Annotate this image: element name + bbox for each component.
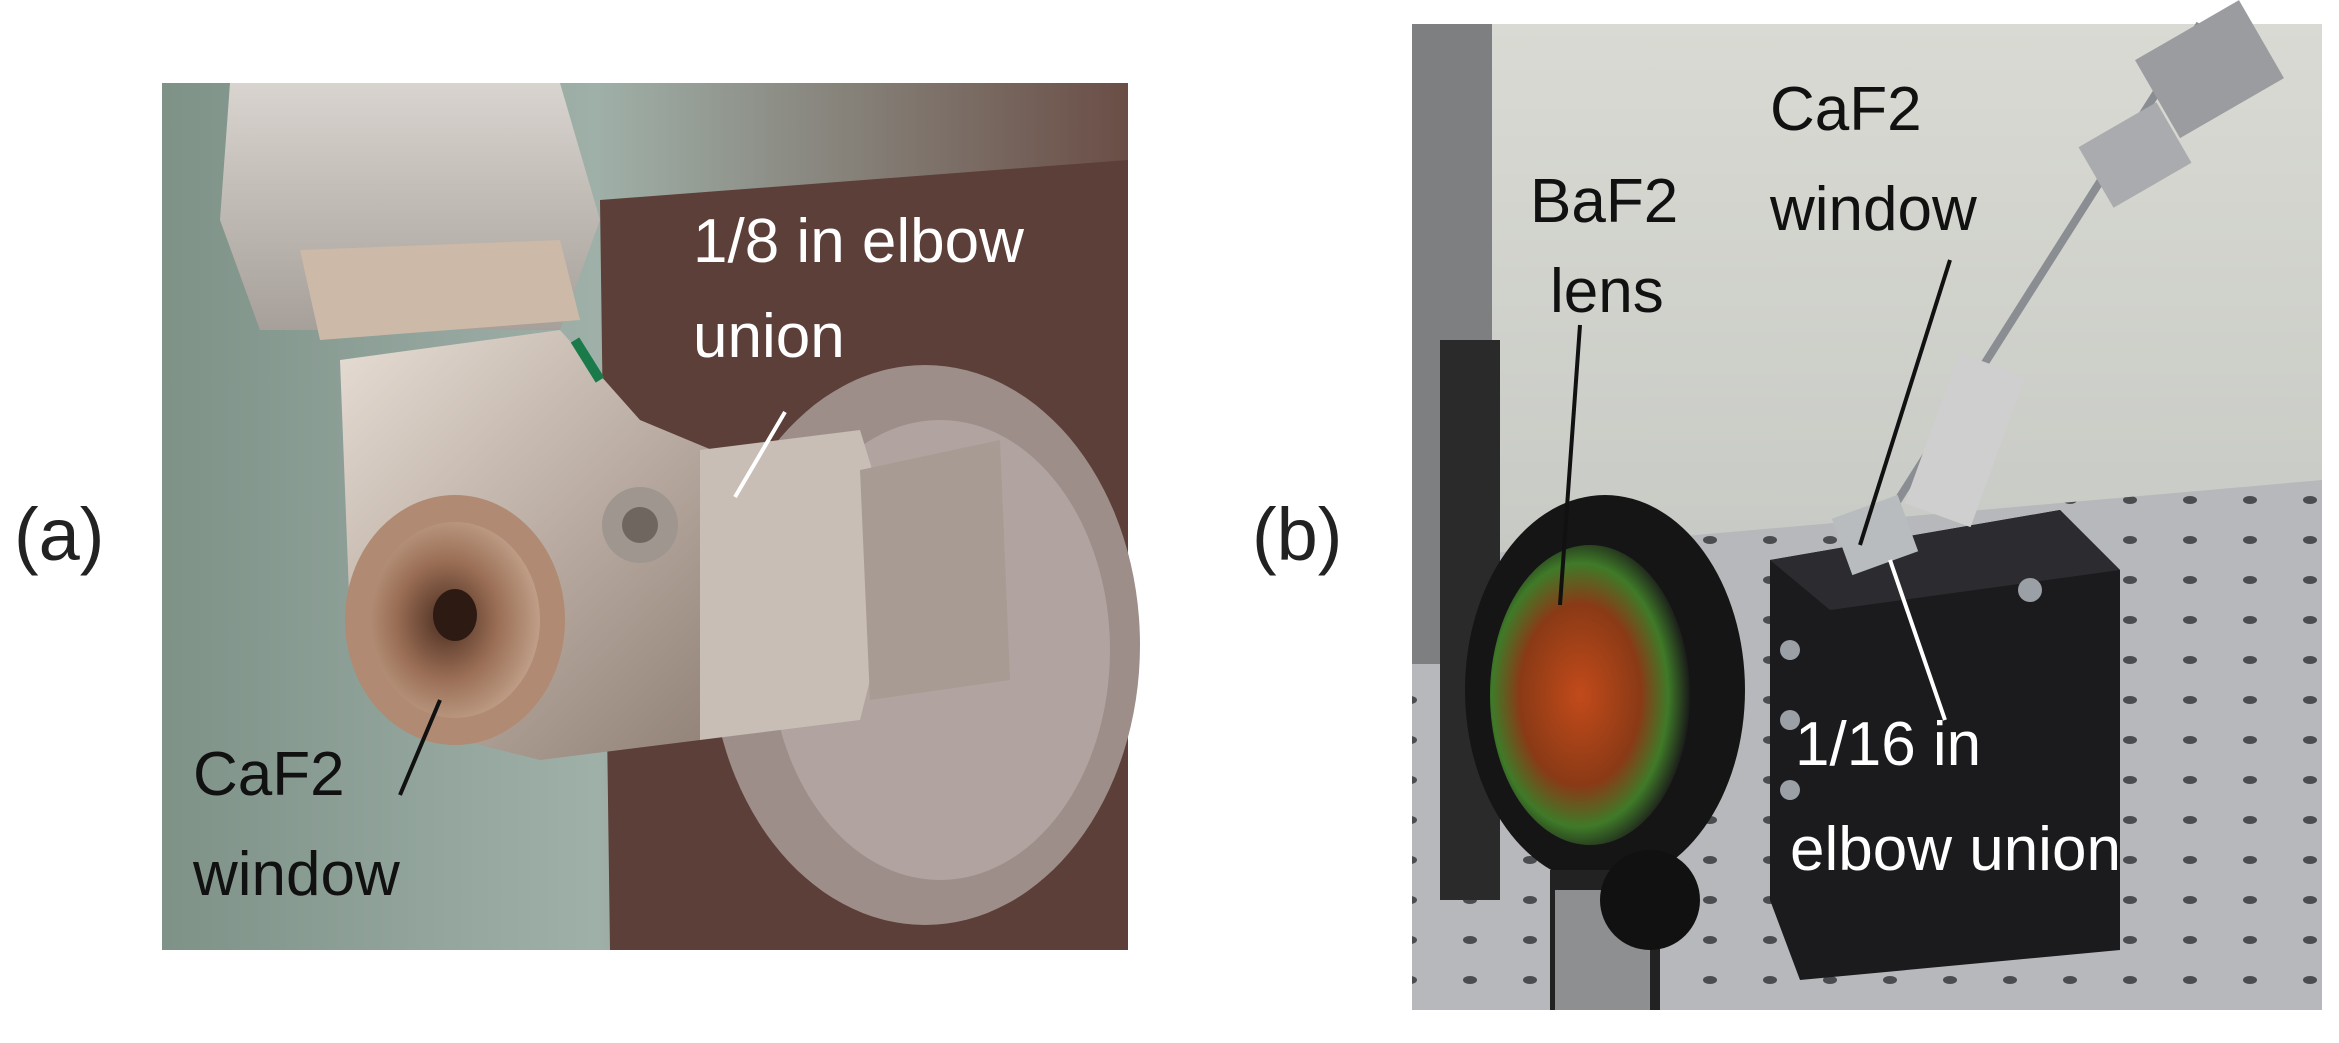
photo-b-upper-fitting xyxy=(2135,0,2284,139)
photo-b-elbow-union xyxy=(1831,494,1919,576)
annotation-caf2-window-a-line1: CaF2 xyxy=(193,740,345,809)
annotation-elbow-union-b-line1: 1/16 in xyxy=(1795,710,1981,779)
photo-b xyxy=(1412,0,2322,1010)
panel-b-label: (b) xyxy=(1252,493,1342,576)
pointer-line-baf2-lens xyxy=(1558,324,1582,606)
photo-b-screw xyxy=(1780,640,1800,660)
pointer-line-elbow-union-b xyxy=(1888,559,1947,721)
annotation-baf2-lens-line1: BaF2 xyxy=(1530,167,1678,236)
annotation-caf2-window-a-line2: window xyxy=(192,840,400,909)
annotation-elbow-union-line1: 1/8 in elbow xyxy=(693,207,1024,276)
pointer-line-caf2-window-a xyxy=(398,699,442,796)
pointer-line-elbow-union xyxy=(733,410,787,499)
photo-b-black-stage xyxy=(1770,510,2120,980)
annotation-elbow-union-line2: union xyxy=(693,302,845,371)
photo-a-right-nut xyxy=(700,430,900,740)
photo-a xyxy=(162,83,1140,950)
panel-a-label: (a) xyxy=(14,493,104,576)
pointer-line-caf2-window-b xyxy=(1858,259,1952,546)
annotation-baf2-lens-line2: lens xyxy=(1550,257,1664,326)
annotation-caf2-window-b-line2: window xyxy=(1769,175,1977,244)
annotation-elbow-union-b-line2: elbow union xyxy=(1790,815,2121,884)
annotation-caf2-window-b-line1: CaF2 xyxy=(1770,75,1922,144)
photo-b-lens xyxy=(1490,545,1690,845)
